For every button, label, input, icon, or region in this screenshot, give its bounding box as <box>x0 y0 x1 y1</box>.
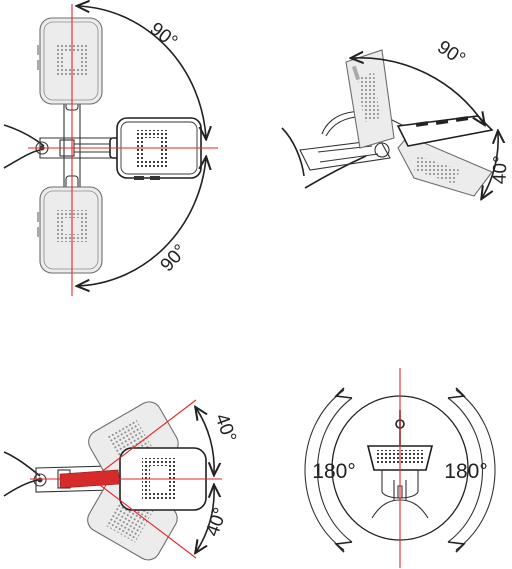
rotation-arc-arrow-icon <box>304 387 353 553</box>
angle-label-upper: 40° <box>210 411 240 445</box>
camera-dot-grid-icon <box>37 17 103 105</box>
angle-label-left: 180° <box>312 460 355 483</box>
panel-bottom-right: 180° 180° <box>304 368 496 568</box>
angle-label-lower: 40° <box>202 505 232 539</box>
camera-dot-grid-icon <box>37 186 103 274</box>
angle-label-horizontal: 90° <box>433 37 469 70</box>
panel-bottom-left: 40° 40° <box>3 399 240 561</box>
camera-dot-grid-icon <box>345 49 395 149</box>
angle-label-right: 180° <box>444 460 487 483</box>
angle-label-vertical: 40° <box>490 155 512 184</box>
panel-top-right: 90° 40° <box>281 37 512 198</box>
rotation-arc-arrow-icon <box>447 387 496 553</box>
panel-top-left: 90° 90° <box>3 4 218 296</box>
angle-label-lower: 90° <box>156 241 191 276</box>
camera-dot-grid-icon <box>116 117 202 180</box>
angle-label-upper: 90° <box>146 19 182 53</box>
camera-dot-grid-icon <box>396 115 494 147</box>
